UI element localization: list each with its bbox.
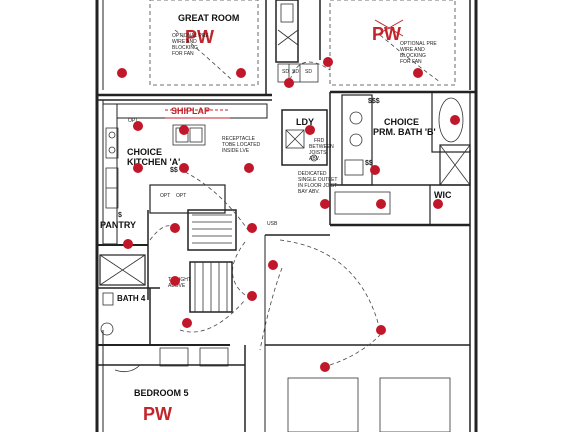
room-bath4: BATH 4 (117, 294, 146, 303)
shiplap-marker: SHIPLAP (165, 106, 230, 119)
note-fan-left: OPTIONAL PRE WIRE AND BLOCKING FOR FAN (172, 33, 210, 57)
light-dot (179, 163, 189, 173)
plan-notes: OPTIONAL PRE WIRE AND BLOCKING FOR FAN O… (168, 33, 438, 289)
wic-walls (330, 185, 470, 227)
light-dot (247, 223, 257, 233)
light-dot (320, 199, 330, 209)
light-dot (413, 68, 423, 78)
note-receptacle: RECEPTACLE TOBE LOCATED INSIDE LVE (222, 136, 262, 154)
room-laundry: LDY (296, 117, 314, 127)
light-dot (123, 239, 133, 249)
pw-great-room: PW (185, 27, 214, 47)
usb-label: USB (267, 221, 278, 227)
ceiling-outlines (149, 0, 456, 86)
light-dot (320, 362, 330, 372)
light-dot (305, 125, 315, 135)
room-bedroom5: BEDROOM 5 (134, 388, 189, 398)
light-dot (170, 276, 180, 286)
room-bath-b: CHOICE PRM. BATH 'B' (373, 117, 436, 137)
light-dot (284, 78, 294, 88)
smoke-detector-3: SD (305, 69, 312, 75)
light-dot (170, 223, 180, 233)
light-dot (370, 165, 380, 175)
light-dot (433, 199, 443, 209)
light-dot (133, 163, 143, 173)
opt-label-3: OPT (176, 193, 186, 199)
shiplap-label: SHIPLAP (171, 106, 210, 116)
light-dot (244, 163, 254, 173)
room-pantry: PANTRY (100, 220, 136, 230)
room-labels: GREAT ROOM LDY WIC PANTRY BATH 4 BEDROOM… (100, 13, 452, 398)
note-between-joists: BETWEEN JOISTS ABV. (309, 144, 335, 162)
opt-label-1: OPT (128, 118, 138, 124)
room-wic: WIC (434, 190, 452, 200)
hall-lower (149, 171, 470, 432)
exterior-walls (95, 0, 478, 432)
switch-s: $ (118, 212, 122, 219)
light-dot (117, 68, 127, 78)
light-dot (247, 291, 257, 301)
light-dot (376, 199, 386, 209)
pw-right-room: PW (372, 24, 401, 44)
bath4-walls (97, 287, 230, 367)
pantry-stairs (97, 209, 237, 313)
bath-b-walls (329, 91, 471, 225)
light-dot (376, 325, 386, 335)
switch-sss: $$$ (368, 98, 380, 105)
light-dot (323, 57, 333, 67)
smoke-detector-1: SD (282, 69, 289, 75)
light-dot (182, 318, 192, 328)
note-fan-right: OPTIONAL PRE WIRE AND BLOCKING FOR FAN (400, 41, 438, 65)
switch-ss: $$ (365, 160, 373, 167)
pw-bedroom5: PW (143, 404, 172, 424)
frd-label: FRD (314, 138, 325, 144)
note-dedicated: DEDICATED SINGLE OUTLET IN FLOOR JOIST B… (298, 171, 339, 195)
opt-label-2: OPT (160, 193, 170, 199)
room-great-room: GREAT ROOM (178, 13, 239, 23)
light-fixtures (117, 57, 460, 372)
room-kitchen: CHOICE KITCHEN 'A' (127, 147, 180, 167)
bedroom5-walls (97, 345, 246, 432)
light-dot (268, 260, 278, 270)
light-dot (236, 68, 246, 78)
laundry-walls (281, 109, 328, 166)
switch-symbols: $$ $$$ $$ $ SD SD SD USB OPT OPT OPT FRD (118, 69, 380, 227)
light-dot (133, 121, 143, 131)
smoke-detector-2: SD (292, 69, 299, 75)
light-dot (450, 115, 460, 125)
switch-ss3: $$ (170, 167, 178, 174)
light-dot (179, 125, 189, 135)
pw-markers: PW PW PW (143, 19, 404, 424)
